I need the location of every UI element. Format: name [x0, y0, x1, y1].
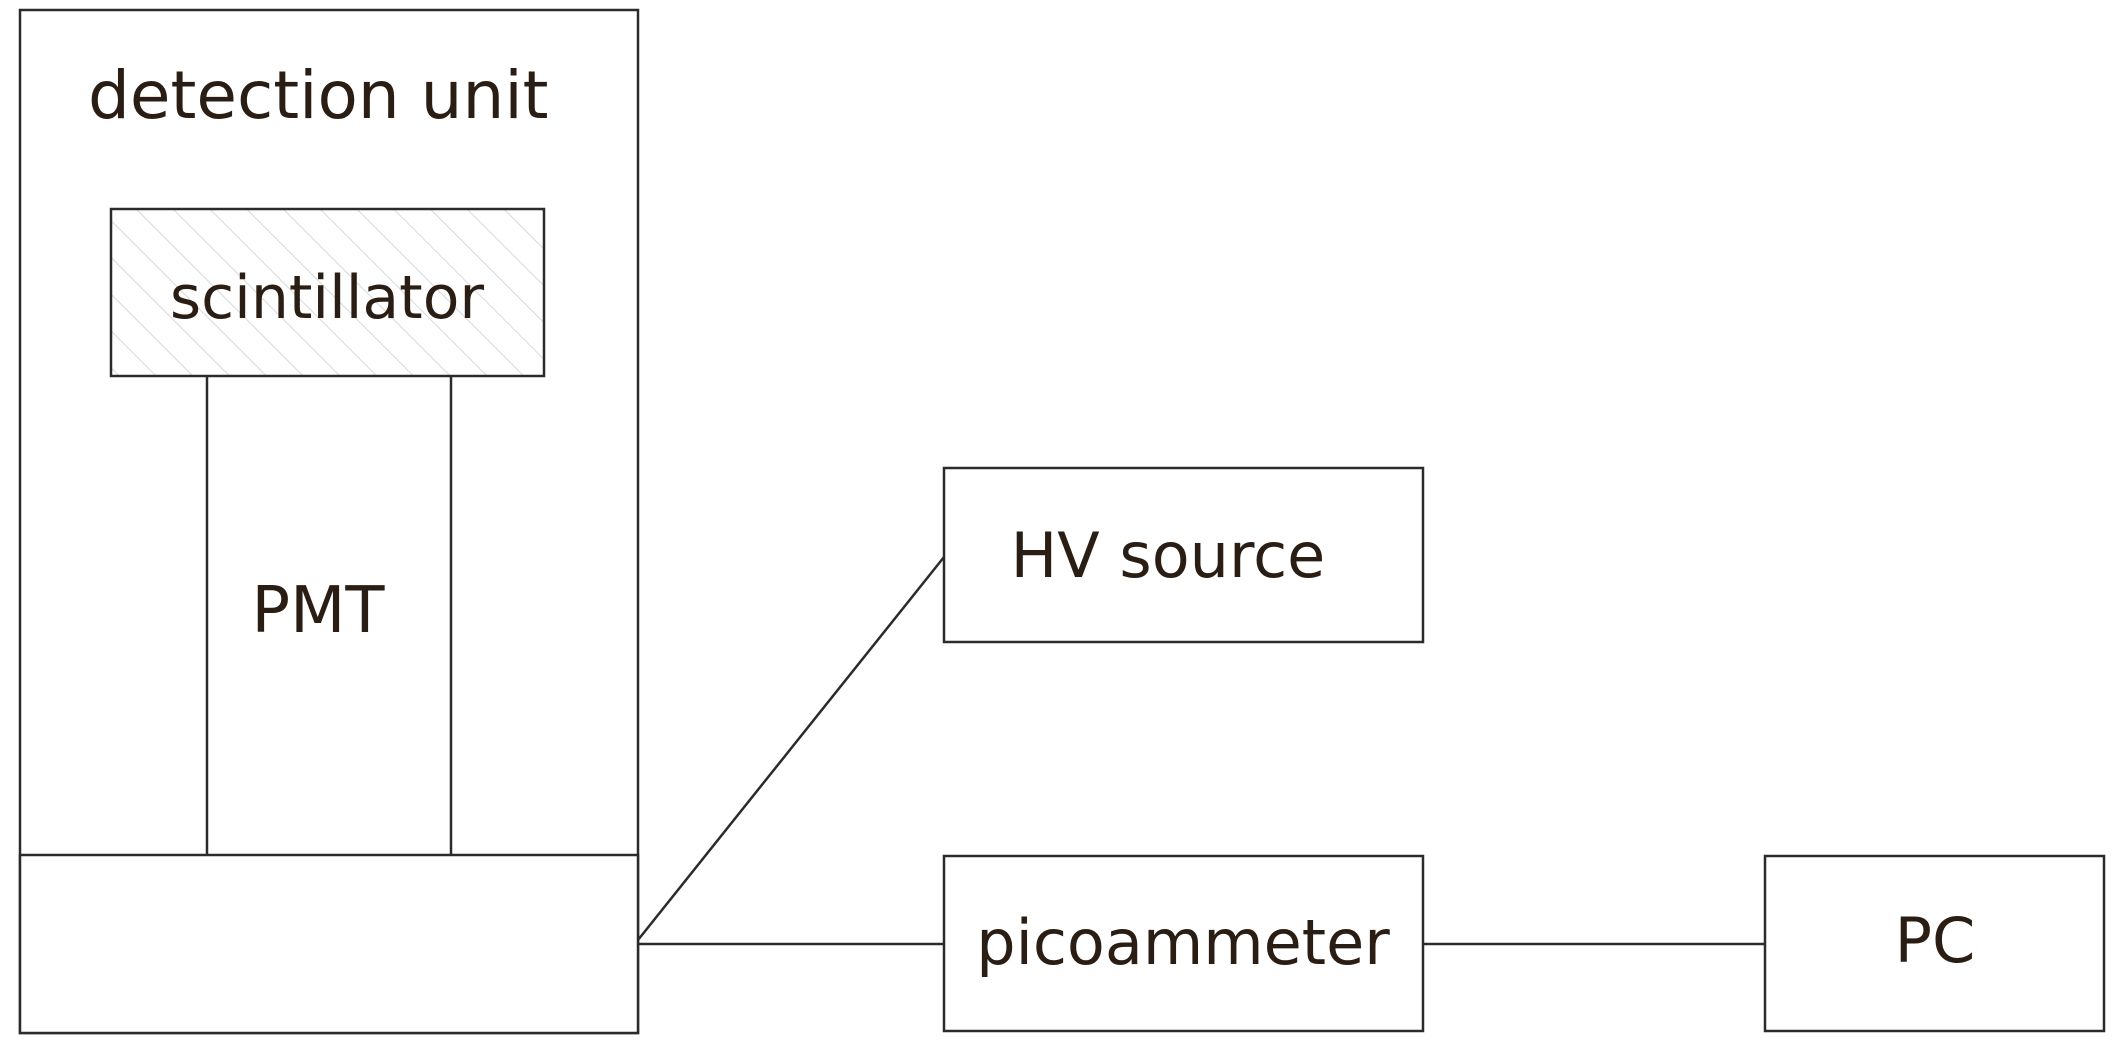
pmt-label: PMT	[252, 574, 386, 648]
picoammeter-label: picoammeter	[976, 906, 1390, 979]
pmt-base-box	[18, 853, 640, 1035]
hv-source-box	[942, 466, 1425, 644]
hv-cable	[637, 556, 945, 941]
scintillator-box	[109, 207, 546, 378]
picoammeter-box	[942, 854, 1425, 1033]
pc-label: PC	[1895, 904, 1976, 977]
scintillator-label: scintillator	[170, 263, 484, 333]
pc-box	[1763, 854, 2106, 1033]
hv-source-label: HV source	[1011, 519, 1326, 592]
detection-unit-label: detection unit	[88, 57, 549, 134]
